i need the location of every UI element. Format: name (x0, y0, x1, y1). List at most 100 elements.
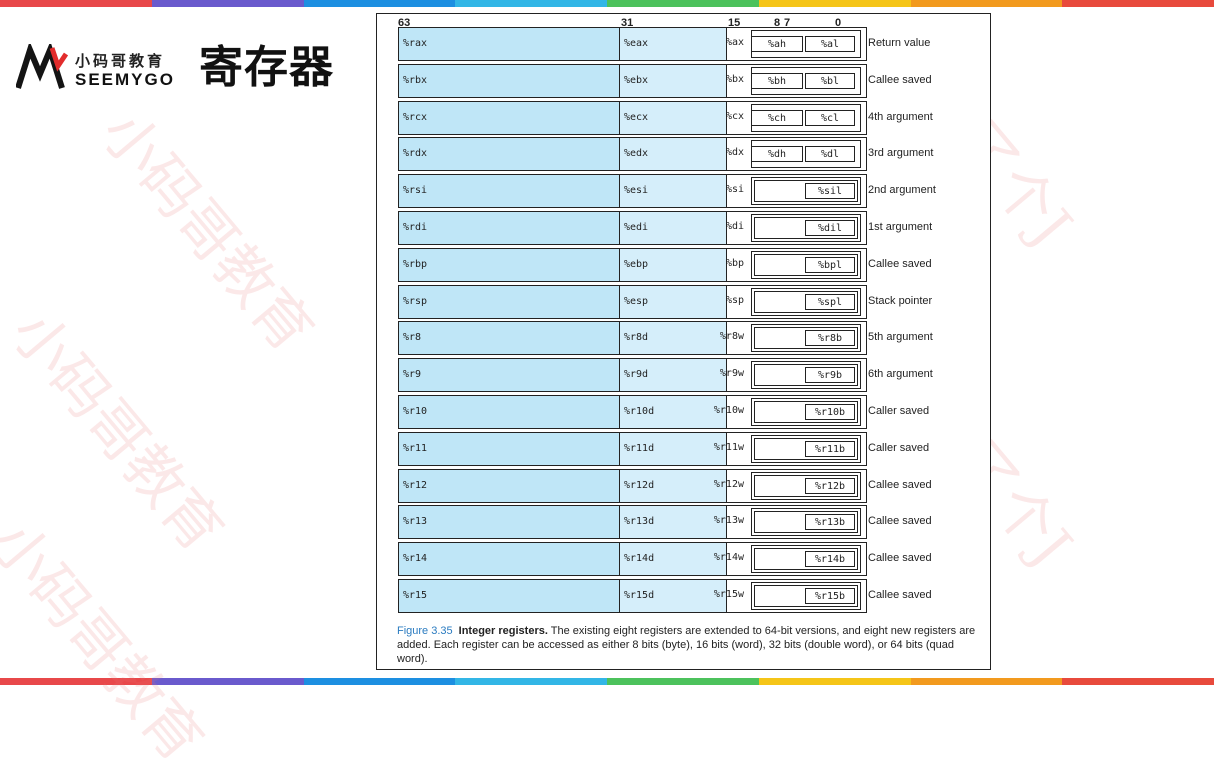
register-64bit-box: %r15 (398, 579, 621, 613)
register-low-byte-box: %dl (805, 146, 855, 163)
color-strip-segment (151, 0, 304, 7)
register-32bit-box: %r15d (619, 579, 728, 613)
register-role: 1st argument (868, 221, 933, 233)
register-32bit-name: %edx (624, 148, 649, 160)
register-64bit-name: %rbx (403, 74, 428, 86)
register-role: 2nd argument (868, 184, 936, 197)
register-low-byte-box: %bpl (805, 256, 855, 273)
register-low-byte-name: %spl (817, 296, 843, 308)
register-32bit-name: %r9d (624, 369, 649, 381)
bit-label: 63 (398, 17, 411, 29)
register-32bit-name: %esp (624, 295, 649, 307)
register-64bit-box: %rbx (398, 63, 621, 98)
register-low-byte-box: %sil (805, 183, 855, 200)
register-32bit-name: %eax (624, 38, 649, 49)
register-low-byte-name: %al (820, 39, 840, 50)
register-64bit-box: %r14 (398, 542, 621, 577)
register-low-byte-box: %spl (805, 293, 855, 310)
register-low-byte-name: %sil (817, 186, 843, 198)
register-16bit-inner-border (751, 508, 861, 537)
register-64bit-name: %rbp (403, 258, 428, 270)
register-high-byte-box: %ch (751, 109, 803, 126)
register-64bit-name: %r13 (403, 516, 428, 528)
register-16bit-inner-border (754, 437, 858, 460)
register-16bit-name: %di (725, 221, 744, 232)
color-strip-segment (607, 0, 759, 7)
figure-caption: Figure 3.35 Integer registers. The existi… (397, 624, 977, 666)
register-role: Callee saved (868, 552, 932, 565)
register-32bit-name: %ebp (624, 258, 649, 270)
register-32bit-box: %esp (619, 284, 728, 319)
register-low-byte-name: %cl (820, 112, 840, 124)
color-strip-segment (0, 0, 152, 7)
register-16bit-inner-border (751, 434, 861, 463)
register-16bit-name: %r9w (719, 368, 744, 380)
register-32bit-name: %r10d (624, 406, 655, 417)
register-32bit-box: %r13d (619, 505, 728, 540)
color-strip-segment (303, 0, 456, 7)
register-16bit-inner-border (751, 177, 861, 206)
register-64bit-box: %r12 (398, 468, 621, 503)
register-low-byte-name: %dl (820, 149, 840, 161)
register-role: Return value (868, 37, 931, 49)
color-strip-segment (758, 0, 911, 7)
register-low-byte-box: %bl (805, 72, 855, 89)
register-low-byte-name: %bl (820, 75, 840, 87)
register-32bit-box: %r9d (619, 358, 728, 393)
register-low-byte-name: %dil (817, 223, 843, 234)
register-low-byte-name: %r11b (814, 443, 846, 455)
color-strip-segment (758, 678, 911, 685)
watermark-text: 小码哥教育 (0, 298, 237, 565)
bit-label: 31 (621, 17, 634, 29)
register-16bit-name: %r14w (713, 552, 744, 564)
register-role: 5th argument (868, 331, 933, 344)
register-low-byte-box: %r15b (805, 588, 855, 604)
register-16bit-name: %r10w (713, 405, 744, 416)
caption-title: Integer registers. (458, 625, 548, 637)
color-strip-segment (1062, 678, 1214, 685)
register-16bit-inner-border (754, 401, 858, 423)
register-16bit-inner-border (754, 511, 858, 534)
register-16bit-inner-border (751, 214, 861, 242)
register-low-byte-box: %al (805, 36, 855, 52)
register-64bit-box: %rsi (398, 174, 621, 209)
register-32bit-box: %ebx (619, 63, 728, 98)
register-16bit-inner-border (751, 361, 861, 390)
register-64bit-box: %r10 (398, 395, 621, 429)
register-16bit-inner-border (754, 217, 858, 239)
register-32bit-name: %r8d (624, 332, 649, 344)
register-64bit-name: %r14 (403, 553, 428, 565)
register-16bit-inner-border (754, 180, 858, 203)
register-16bit-name: %bp (725, 257, 744, 269)
register-role: Callee saved (868, 478, 932, 491)
register-16bit-box (726, 395, 867, 429)
logo-chinese-text: 小码哥教育 (75, 52, 166, 70)
figure-number: Figure 3.35 (397, 625, 453, 637)
register-16bit-inner-border (754, 474, 858, 497)
register-64bit-box: %rsp (398, 284, 621, 319)
register-64bit-name: %r11 (403, 442, 428, 454)
register-low-byte-box: %r9b (805, 367, 855, 384)
register-64bit-name: %rsi (403, 185, 428, 197)
register-32bit-box: %r11d (619, 431, 728, 466)
register-64bit-box: %r8 (398, 321, 621, 356)
register-32bit-name: %r15d (624, 590, 655, 601)
register-32bit-box: %esi (619, 174, 728, 209)
logo-english-text: SEEMYGO (75, 70, 175, 89)
color-strip-segment (455, 678, 607, 685)
register-64bit-name: %rsp (403, 295, 428, 307)
register-low-byte-box: %r10b (805, 404, 855, 420)
caption-text: The existing eight registers are extende… (397, 625, 976, 665)
register-32bit-name: %esi (624, 185, 649, 197)
register-low-byte-name: %r8b (817, 333, 843, 345)
register-16bit-name: %bx (725, 73, 744, 85)
